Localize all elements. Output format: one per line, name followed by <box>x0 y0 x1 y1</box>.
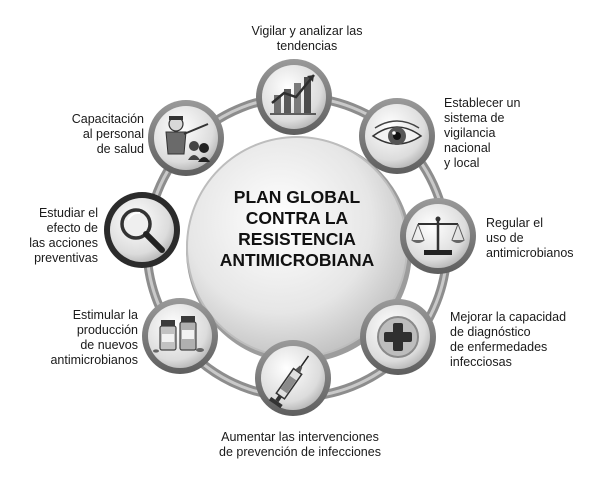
node-prevention <box>255 340 331 416</box>
node-new-drugs <box>142 298 218 374</box>
eye-icon <box>371 120 423 145</box>
trend-chart-icon <box>270 74 316 115</box>
node-diagnostic <box>360 299 436 375</box>
label-diagnostic: Mejorar la capacidad de diagnóstico de e… <box>450 310 567 369</box>
label-regulate: Regular el uso de antimicrobianos <box>486 216 574 260</box>
node-training <box>148 100 224 176</box>
teacher-icon <box>165 116 210 162</box>
node-study <box>104 192 180 268</box>
label-prevention: Aumentar las intervenciones de prevenció… <box>219 430 381 459</box>
label-surveillance: Establecer un sistema de vigilancia naci… <box>444 96 521 170</box>
node-scales <box>400 198 476 274</box>
medicine-bottles-icon <box>153 316 204 353</box>
label-study: Estudiar el efecto de las acciones preve… <box>29 206 98 265</box>
scales-icon <box>411 216 465 255</box>
label-trends: Vigilar y analizar las tendencias <box>251 24 363 53</box>
magnifier-icon <box>120 208 165 253</box>
label-new-drugs: Estimular la producción de nuevos antimi… <box>50 308 138 367</box>
node-eye <box>359 98 435 174</box>
node-trend <box>256 59 332 135</box>
center-title: PLAN GLOBAL CONTRA LA RESISTENCIA ANTIMI… <box>219 187 375 270</box>
syringe-icon <box>268 355 310 409</box>
label-training: Capacitación al personal de salud <box>71 112 144 156</box>
medical-cross-icon <box>377 316 419 358</box>
